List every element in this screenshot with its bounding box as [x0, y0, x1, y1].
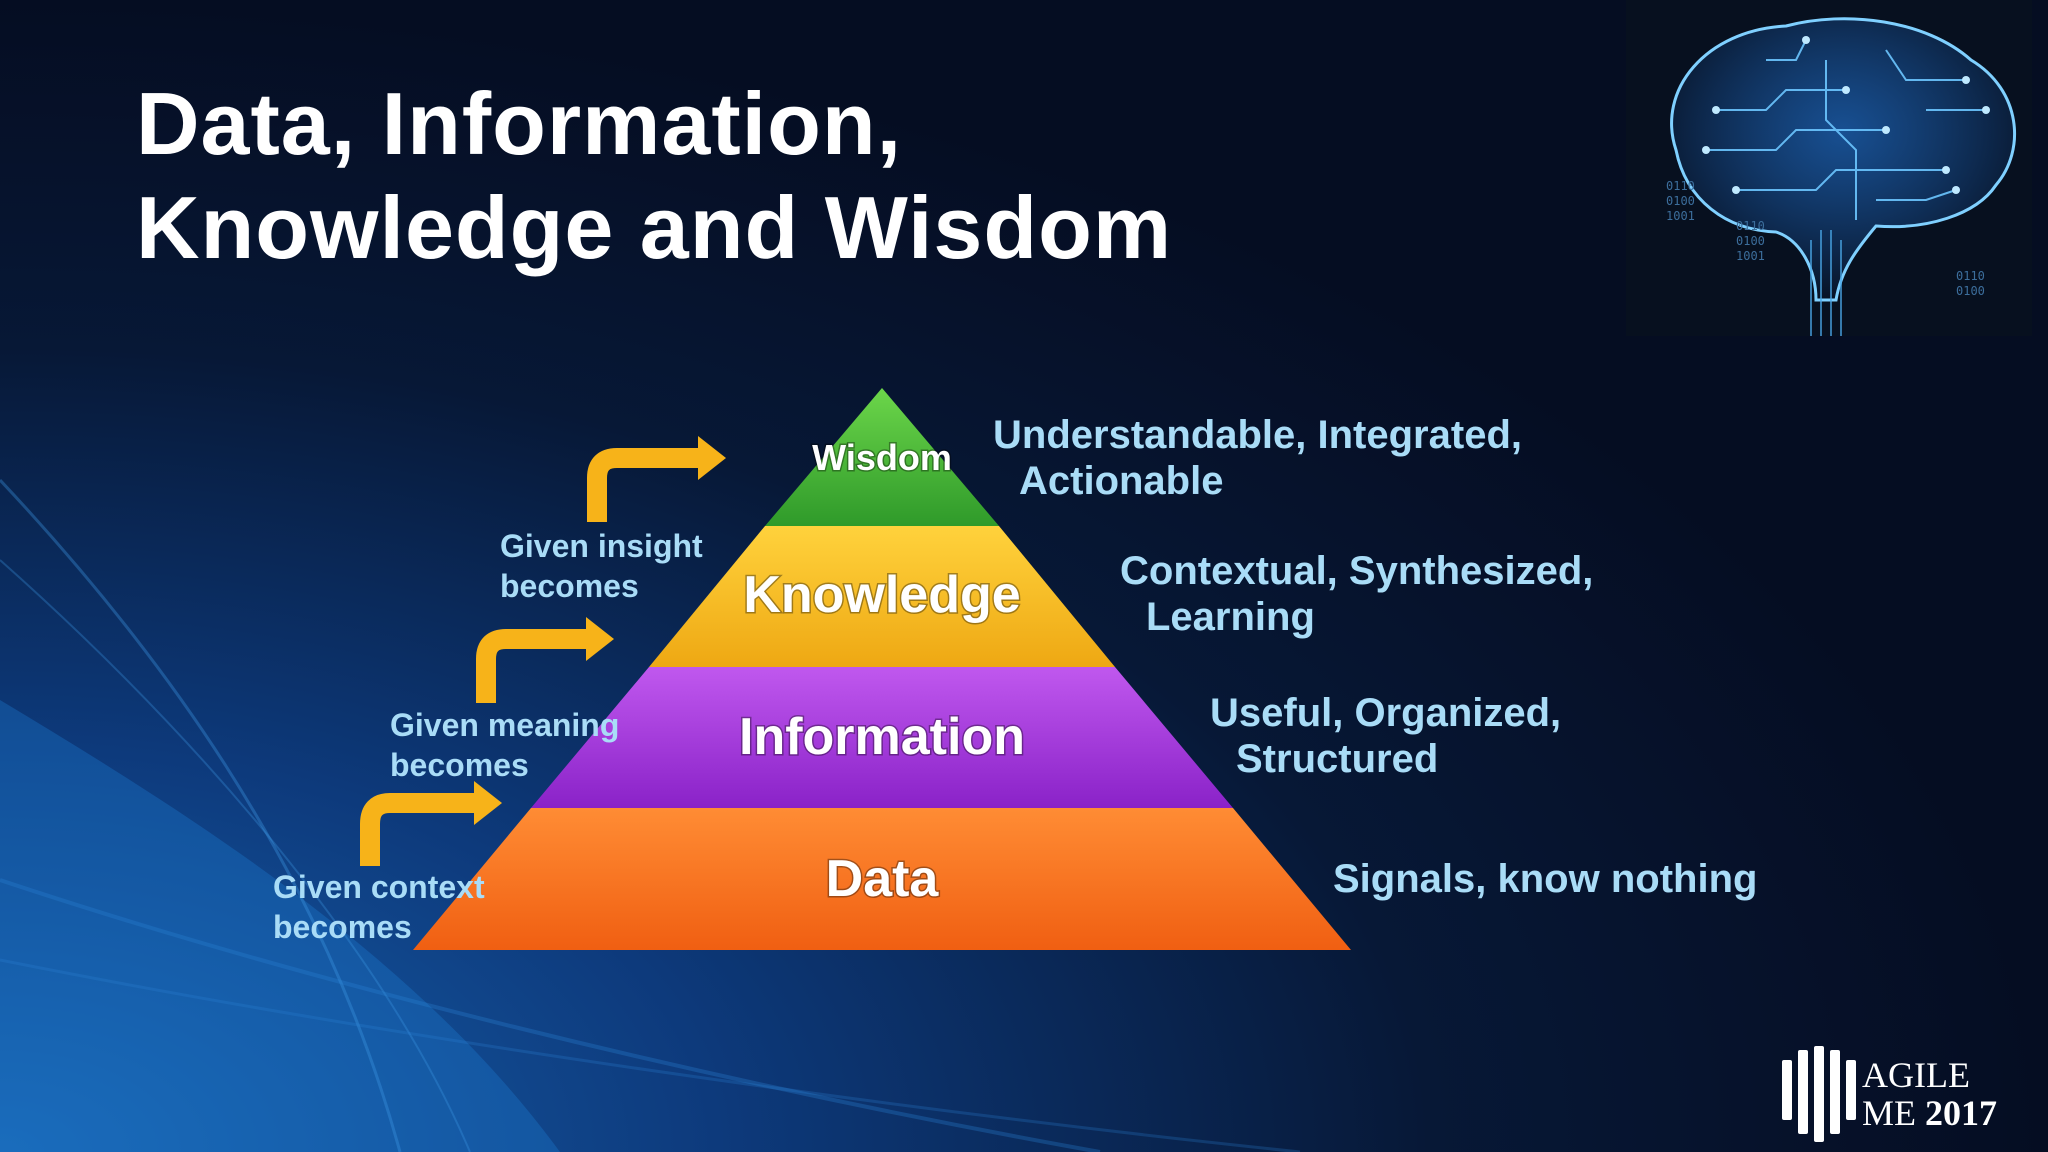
pyramid-tier-information [531, 667, 1233, 808]
slide-title: Data, Information, Knowledge and Wisdom [136, 72, 1172, 280]
description-information-line2: Structured [1236, 737, 1439, 781]
transition-insight: Given insight becomes [500, 526, 703, 606]
transition-meaning: Given meaning becomes [390, 705, 619, 785]
transition-context-line2: becomes [273, 909, 412, 945]
arrow-context-head-icon [474, 781, 502, 825]
description-data: Signals, know nothing [1333, 856, 1757, 902]
logo-line1: AGILE [1862, 1055, 1970, 1095]
logo-line2-prefix: ME [1862, 1093, 1916, 1133]
description-wisdom-line2: Actionable [1019, 459, 1224, 503]
svg-text:0100: 0100 [1956, 284, 1985, 298]
logo-year: 2017 [1925, 1093, 1997, 1133]
slide-title-line1: Data, Information, [136, 74, 903, 173]
description-knowledge-line1: Contextual, Synthesized, [1120, 549, 1594, 593]
pyramid-tier-knowledge [649, 526, 1115, 667]
transition-context: Given context becomes [273, 867, 485, 947]
transition-meaning-line1: Given meaning [390, 707, 620, 743]
description-information: Useful, Organized, Structured [1210, 690, 1561, 782]
pyramid-label-information: Information [739, 708, 1025, 766]
arrow-insight-head-icon [698, 436, 726, 480]
pyramid-label-wisdom: Wisdom [812, 437, 952, 478]
description-wisdom: Understandable, Integrated, Actionable [993, 412, 1522, 504]
description-wisdom-line1: Understandable, Integrated, [993, 413, 1522, 457]
slide-title-line2: Knowledge and Wisdom [136, 178, 1173, 277]
pyramid-label-knowledge: Knowledge [743, 566, 1020, 624]
description-knowledge: Contextual, Synthesized, Learning [1120, 548, 1593, 640]
transition-insight-line1: Given insight [500, 528, 703, 564]
svg-text:1001: 1001 [1666, 209, 1695, 223]
description-information-line1: Useful, Organized, [1210, 691, 1562, 735]
svg-text:0110: 0110 [1666, 179, 1695, 193]
transition-context-line1: Given context [273, 869, 485, 905]
svg-text:0100: 0100 [1666, 194, 1695, 208]
agile-me-logo-text: AGILE ME 2017 [1862, 1056, 1997, 1132]
arrow-meaning-head-icon [586, 617, 614, 661]
transition-insight-line2: becomes [500, 568, 639, 604]
agile-me-mark-icon [1782, 1046, 1856, 1142]
arrow-meaning-icon [476, 629, 588, 703]
transition-meaning-line2: becomes [390, 747, 529, 783]
pyramid-label-data: Data [826, 850, 940, 908]
pyramid-tier-wisdom [765, 388, 999, 526]
svg-text:0110: 0110 [1956, 269, 1985, 283]
arrow-context-icon [360, 793, 476, 866]
description-knowledge-line2: Learning [1146, 595, 1315, 639]
description-data-line1: Signals, know nothing [1333, 857, 1758, 901]
svg-text:0100: 0100 [1736, 234, 1765, 248]
svg-text:1001: 1001 [1736, 249, 1765, 263]
svg-text:0110: 0110 [1736, 219, 1765, 233]
arrow-insight-icon [587, 448, 700, 522]
pyramid-tier-data [413, 808, 1351, 950]
